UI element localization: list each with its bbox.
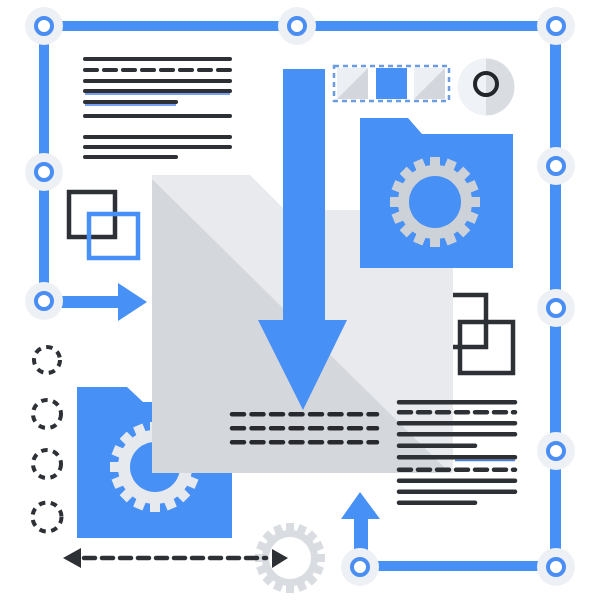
frame-node-ring bbox=[546, 16, 566, 36]
gear-icon-top-folder bbox=[390, 157, 480, 247]
swatch-blue bbox=[376, 68, 407, 99]
frame-node-ring bbox=[546, 156, 566, 176]
frame-line-bottom bbox=[360, 561, 556, 571]
frame-node-ring bbox=[34, 291, 54, 311]
frame-arrow-right-shaft bbox=[60, 296, 118, 308]
outline-square-dark-right-2 bbox=[457, 319, 516, 376]
swatch-split-1 bbox=[337, 68, 368, 99]
outline-square-blue-top-left bbox=[86, 211, 141, 261]
dashed-circle-icon bbox=[30, 500, 64, 534]
download-arrow-head bbox=[258, 320, 347, 410]
frame-node-ring bbox=[34, 16, 54, 36]
frame-node-ring bbox=[34, 162, 54, 182]
frame-arrow-up-head bbox=[341, 492, 380, 519]
dashed-arrow-right-head bbox=[272, 549, 288, 568]
gear-icon-bottom-center bbox=[255, 523, 325, 593]
dashed-circle-icon bbox=[32, 345, 62, 375]
frame-node-ring bbox=[350, 557, 370, 577]
swatch-split-2 bbox=[414, 68, 445, 99]
shaded-circle-right bbox=[486, 58, 515, 116]
frame-node-ring bbox=[546, 441, 566, 461]
dashed-circle-icon bbox=[31, 398, 63, 430]
shaded-circle-left bbox=[457, 58, 486, 116]
swatch-dashed-outline bbox=[332, 64, 451, 103]
frame-arrow-right-head bbox=[118, 283, 147, 321]
frame-node-ring bbox=[546, 298, 566, 318]
frame-node-ring bbox=[546, 557, 566, 577]
frame-node-ring bbox=[287, 16, 307, 36]
gear-icon-top-folder-ring bbox=[398, 165, 472, 239]
folder-icon-top-right bbox=[360, 118, 513, 268]
record-ring-icon bbox=[473, 71, 499, 97]
download-arrow-shaft bbox=[283, 69, 325, 322]
dashed-circle-icon bbox=[31, 448, 63, 480]
dashed-arrow-left-head bbox=[63, 548, 81, 568]
